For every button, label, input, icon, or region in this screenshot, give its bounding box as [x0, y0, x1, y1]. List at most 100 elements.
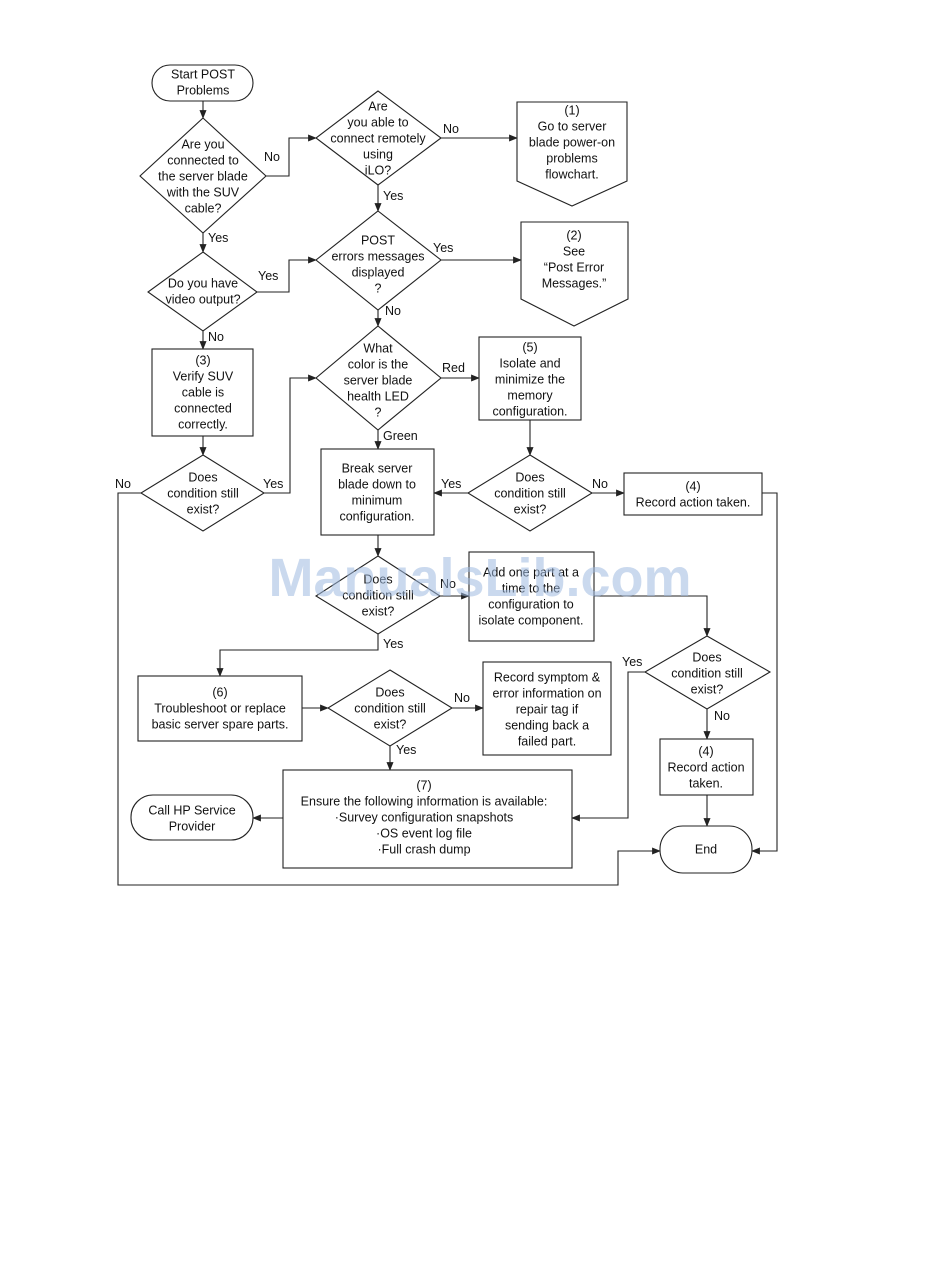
node-text-line: Does [515, 471, 544, 485]
label-condmid-yes: Yes [441, 477, 461, 491]
node-text-line: Start POST [171, 68, 235, 82]
node-text-line: Troubleshoot or replace [154, 702, 286, 716]
node-text-line: iLO? [365, 164, 391, 178]
node-text-line: condition still [354, 702, 426, 716]
node-text-line: exist? [187, 503, 220, 517]
node-text-line: condition still [342, 589, 414, 603]
label-suv-yes: Yes [208, 231, 228, 245]
node-text-line: errors messages [331, 250, 424, 264]
node-text-line: failed part. [518, 735, 576, 749]
node-text-line: Verify SUV [173, 370, 234, 384]
edge-condleft-yes-to-led [264, 374, 317, 494]
edge-add-to-condright [594, 595, 711, 637]
node-text-line: (4) [685, 480, 700, 494]
decision-condition-left-text: Does condition still exist? [167, 471, 239, 517]
node-text-line: “Post Error [544, 261, 604, 275]
node-text-line: with the SUV [166, 186, 240, 200]
node-text-line: Record symptom & [494, 671, 601, 685]
node-text-line: using [363, 148, 393, 162]
label-condd-no: No [454, 691, 470, 705]
node-text-line: exist? [691, 683, 724, 697]
decision-video-output: Do you have video output? [147, 251, 258, 332]
edge-suv-no-to-ilo [266, 134, 317, 177]
node-text-line: (4) [698, 745, 713, 759]
node-text-line: condition still [167, 487, 239, 501]
label-condd-yes: Yes [396, 743, 416, 757]
node-text-line: Do you have [168, 277, 238, 291]
node-text-line: Go to server [538, 120, 607, 134]
edge-condc-yes-to-b6 [216, 634, 379, 677]
label-suv-no: No [264, 150, 280, 164]
node-text-line: connect remotely [330, 132, 426, 146]
decision-condition-d: Does condition still exist? [326, 669, 454, 747]
node-text-line: Are [368, 100, 388, 114]
node-text-line: minimum [352, 494, 403, 508]
node-text-line: (2) [566, 229, 581, 243]
terminal-end-text: End [695, 843, 717, 857]
edge-labels: No Yes No Yes Yes No Yes No Red Green No… [115, 122, 730, 757]
node-text-line: correctly. [178, 418, 228, 432]
terminal-end: End [659, 825, 753, 874]
node-text-line: Messages.” [542, 277, 607, 291]
node-text-line: cable is [182, 386, 224, 400]
node-text-line: Are you [181, 138, 224, 152]
node-text-line: video output? [165, 293, 240, 307]
label-led-green: Green [383, 429, 418, 443]
decision-condition-right-text: Does condition still exist? [671, 651, 743, 697]
node-text-line: ·Survey configuration snapshots [335, 811, 514, 825]
node-text-line: Does [188, 471, 217, 485]
node-text-line: memory [507, 389, 553, 403]
node-text-line: sending back a [505, 719, 589, 733]
node-text-line: the server blade [158, 170, 248, 184]
node-text-line: Isolate and [499, 357, 560, 371]
edge-video-yes-to-post [257, 256, 317, 293]
node-text-line: flowchart. [545, 168, 599, 182]
node-text-line: color is the [348, 358, 408, 372]
label-led-red: Red [442, 361, 465, 375]
label-post-no: No [385, 304, 401, 318]
label-ilo-no: No [443, 122, 459, 136]
node-text-line: (7) [416, 779, 431, 793]
node-text-line: condition still [494, 487, 566, 501]
edge-b4top-to-end [751, 492, 778, 855]
node-text-line: Record action [667, 761, 744, 775]
node-text-line: blade power-on [529, 136, 615, 150]
node-text-line: Add one part at a [483, 566, 579, 580]
connectors [117, 101, 778, 886]
label-condc-yes: Yes [383, 637, 403, 651]
node-text-line: exist? [514, 503, 547, 517]
label-condleft-no: No [115, 477, 131, 491]
node-text-line: What [363, 342, 393, 356]
node-text-line: exist? [374, 718, 407, 732]
node-text-line: Does [692, 651, 721, 665]
node-text-line: Provider [169, 820, 216, 834]
decision-condition-mid: Does condition still exist? [466, 454, 594, 532]
node-text-line: exist? [362, 605, 395, 619]
node-text-line: blade down to [338, 478, 416, 492]
node-text-line: See [563, 245, 585, 259]
node-text-line: Record action taken. [636, 496, 751, 510]
node-text-line: Does [375, 686, 404, 700]
node-text-line: ? [375, 406, 382, 420]
node-text-line: connected [174, 402, 232, 416]
node-text-line: condition still [671, 667, 743, 681]
decision-condition-left: Does condition still exist? [139, 454, 266, 532]
label-video-no: No [208, 330, 224, 344]
